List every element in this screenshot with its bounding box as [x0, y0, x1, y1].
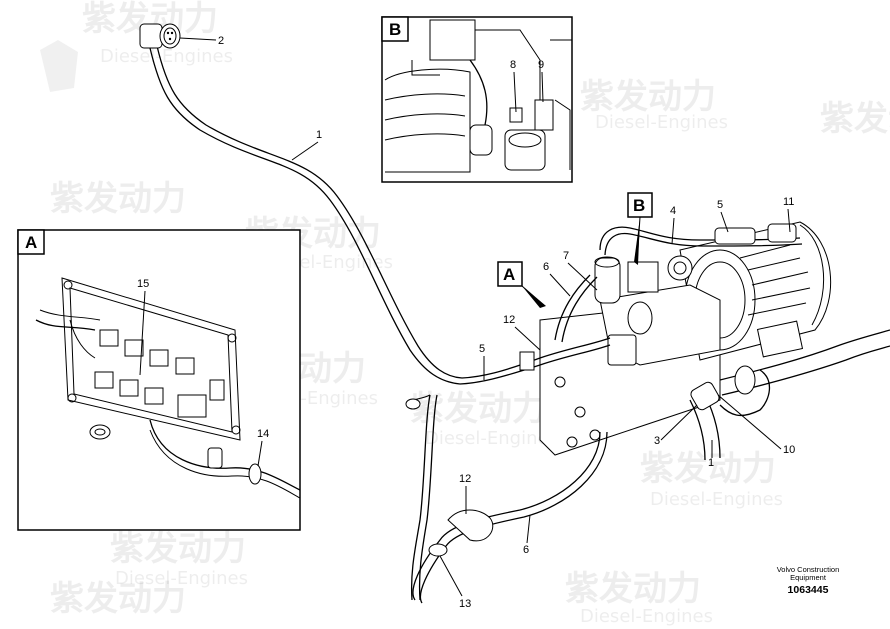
view-marker-b-label: B: [633, 196, 645, 215]
leader-2: [179, 37, 217, 41]
watermark-en: Diesel-Engines: [580, 606, 713, 627]
drawing-number: 1063445: [788, 584, 829, 596]
watermark-cn: 紫发动力: [50, 179, 186, 219]
view-marker-a: A: [497, 261, 546, 308]
main-cable-harness: [149, 45, 463, 385]
detail-box-a: A: [17, 229, 301, 531]
callout-1-top: 1: [316, 129, 322, 141]
footer-manufacturer-line2: Equipment: [790, 573, 827, 582]
leader-10: [717, 394, 782, 450]
callout-8: 8: [510, 59, 516, 71]
leader-8: [513, 71, 517, 113]
pump-motor-assembly: [539, 221, 890, 461]
watermark-cn: 紫发动力: [50, 579, 186, 619]
callout-1-bottom: 1: [708, 457, 714, 469]
view-marker-a-label: A: [503, 265, 515, 284]
callout-5-left: 5: [479, 343, 485, 355]
callout-11: 11: [783, 196, 794, 208]
leader-12-top: [514, 326, 541, 351]
callout-12-top: 12: [503, 314, 515, 326]
detail-box-b-label: B: [389, 20, 401, 39]
callout-5-top: 5: [717, 199, 723, 211]
watermark-logo: [40, 40, 78, 92]
callout-15: 15: [137, 278, 149, 290]
leader-4: [671, 217, 675, 245]
callout-10: 10: [783, 444, 795, 456]
callout-12-bottom: 12: [459, 473, 471, 485]
watermark-cn: 紫发动力: [640, 449, 776, 489]
callout-7: 7: [563, 250, 569, 262]
callout-3: 3: [654, 435, 660, 447]
watermark-cn: 紫发动力: [110, 529, 246, 569]
watermark-en: Diesel-Engines: [595, 112, 728, 133]
leader-6-bottom: [526, 514, 531, 544]
watermark-en: Diesel-Engines: [115, 568, 248, 589]
watermark-en: Diesel-Engines: [650, 489, 783, 510]
callout-9: 9: [538, 59, 544, 71]
callout-4: 4: [670, 205, 676, 217]
leader-11: [787, 208, 791, 233]
detail-box-b: B: [381, 16, 573, 183]
leader-6-top: [549, 273, 571, 297]
leader-15: [139, 290, 146, 376]
lower-harness: [405, 274, 611, 604]
leader-3: [660, 404, 698, 441]
footer-manufacturer: Volvo Construction: [777, 565, 840, 574]
watermark-cn: 紫发动力: [580, 77, 716, 117]
detail-box-a-label: A: [25, 233, 37, 252]
leader-1-top: [291, 141, 319, 161]
leader-14: [257, 440, 263, 467]
connector-2: [139, 23, 181, 49]
leader-9: [541, 71, 544, 103]
watermark-en: Diesel-Engines: [425, 428, 558, 449]
watermark-cn: 紫发动力: [820, 99, 890, 139]
callout-14: 14: [257, 428, 269, 440]
callout-6-top: 6: [543, 261, 549, 273]
callout-13: 13: [459, 598, 471, 610]
watermark-cn: 紫发动力: [565, 569, 701, 609]
leader-5-top: [720, 211, 729, 233]
view-marker-b: B: [627, 192, 653, 265]
callout-2: 2: [218, 35, 224, 47]
callout-6-bottom: 6: [523, 544, 529, 556]
leader-7: [567, 262, 598, 291]
leader-13: [439, 555, 463, 597]
watermark-en: Diesel-Engines: [100, 46, 233, 67]
watermark-cn: 紫发动力: [410, 389, 546, 429]
